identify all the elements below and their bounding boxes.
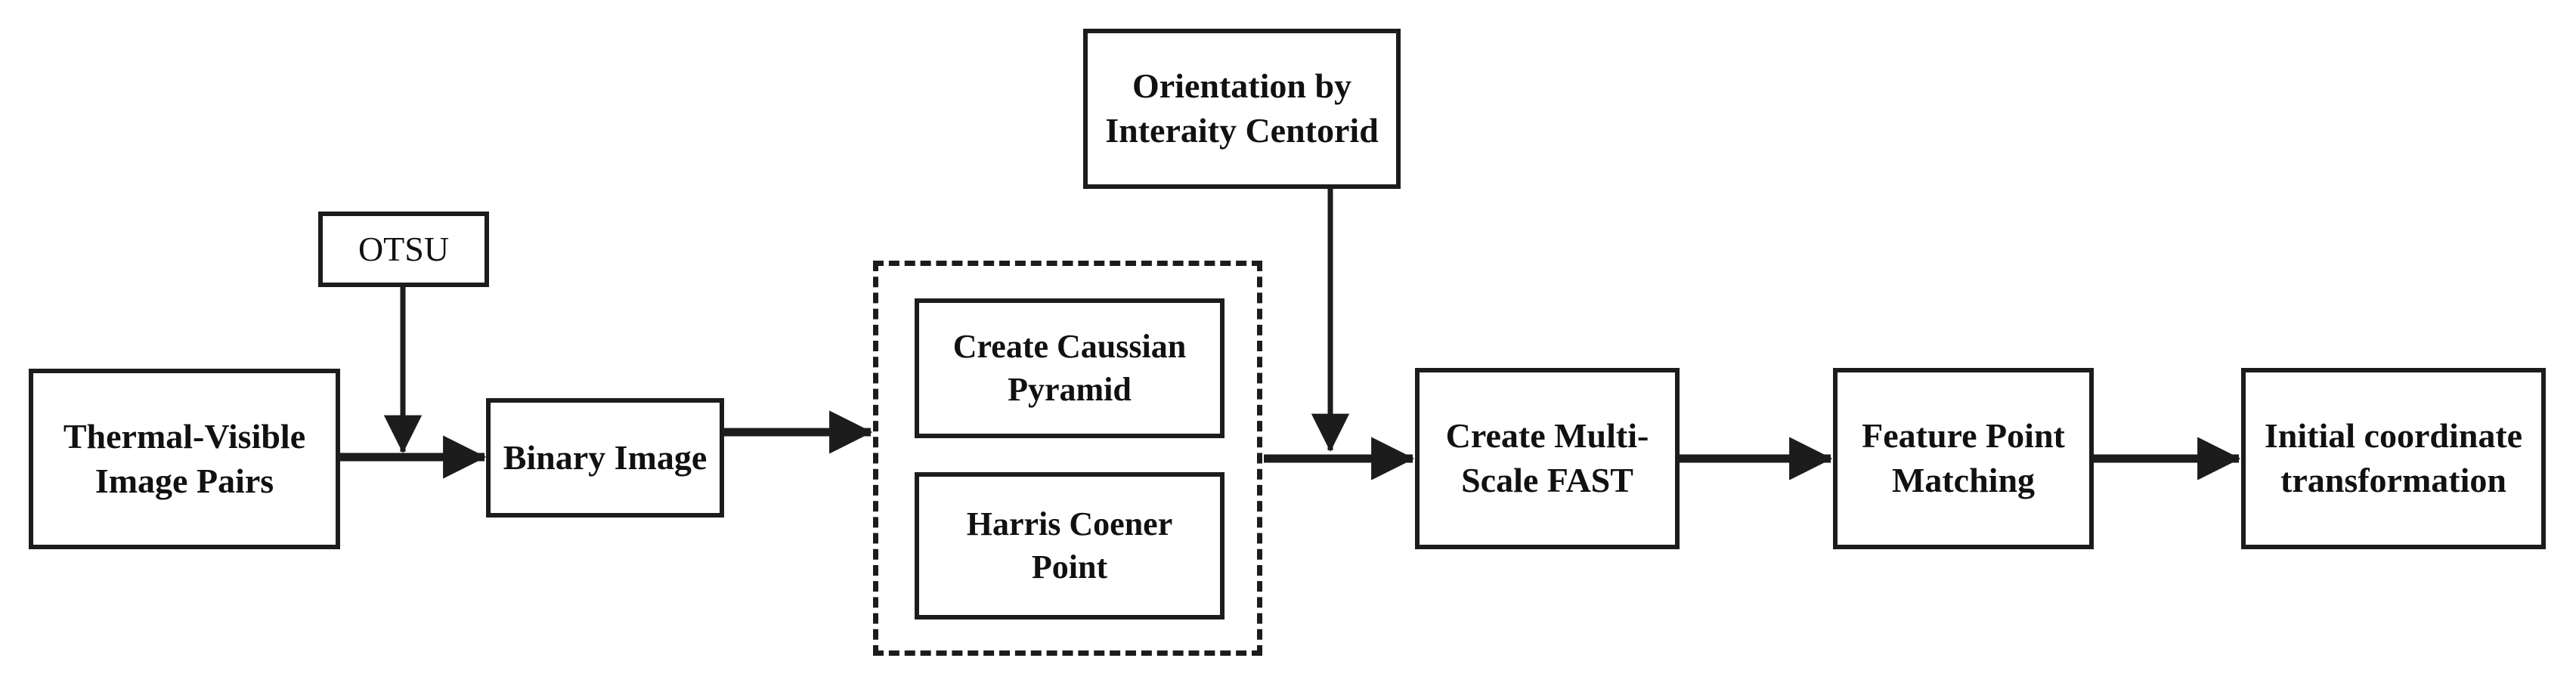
node-otsu[interactable]: OTSU bbox=[318, 212, 489, 287]
node-thermal-label: Thermal-Visible Image Pairs bbox=[63, 416, 306, 500]
node-orientation-by-intensity-centroid[interactable]: Orientation by Interaity Centorid bbox=[1083, 29, 1401, 189]
node-pyramid-label: Create Caussian Pyramid bbox=[952, 328, 1187, 408]
node-binary-label: Binary Image bbox=[503, 437, 707, 477]
node-harris-corner-point[interactable]: Harris Coener Point bbox=[915, 472, 1225, 619]
feature-extraction-group bbox=[873, 261, 1262, 656]
node-initial-label: Initial coordinate transformation bbox=[2264, 416, 2523, 499]
node-feature-point-matching[interactable]: Feature Point Matching bbox=[1833, 368, 2094, 549]
node-binary-image[interactable]: Binary Image bbox=[486, 398, 724, 518]
node-orientation-label: Orientation by Interaity Centorid bbox=[1105, 66, 1379, 150]
node-initial-coordinate-transformation[interactable]: Initial coordinate transformation bbox=[2241, 368, 2546, 549]
node-matching-label: Feature Point Matching bbox=[1862, 416, 2065, 499]
node-fast-label: Create Multi-Scale FAST bbox=[1445, 416, 1649, 499]
node-thermal-visible-image-pairs[interactable]: Thermal-Visible Image Pairs bbox=[29, 369, 340, 549]
node-harris-label: Harris Coener Point bbox=[966, 505, 1173, 585]
node-create-multi-scale-fast[interactable]: Create Multi-Scale FAST bbox=[1415, 368, 1680, 549]
node-create-gaussian-pyramid[interactable]: Create Caussian Pyramid bbox=[915, 298, 1225, 438]
node-otsu-label: OTSU bbox=[358, 229, 450, 268]
